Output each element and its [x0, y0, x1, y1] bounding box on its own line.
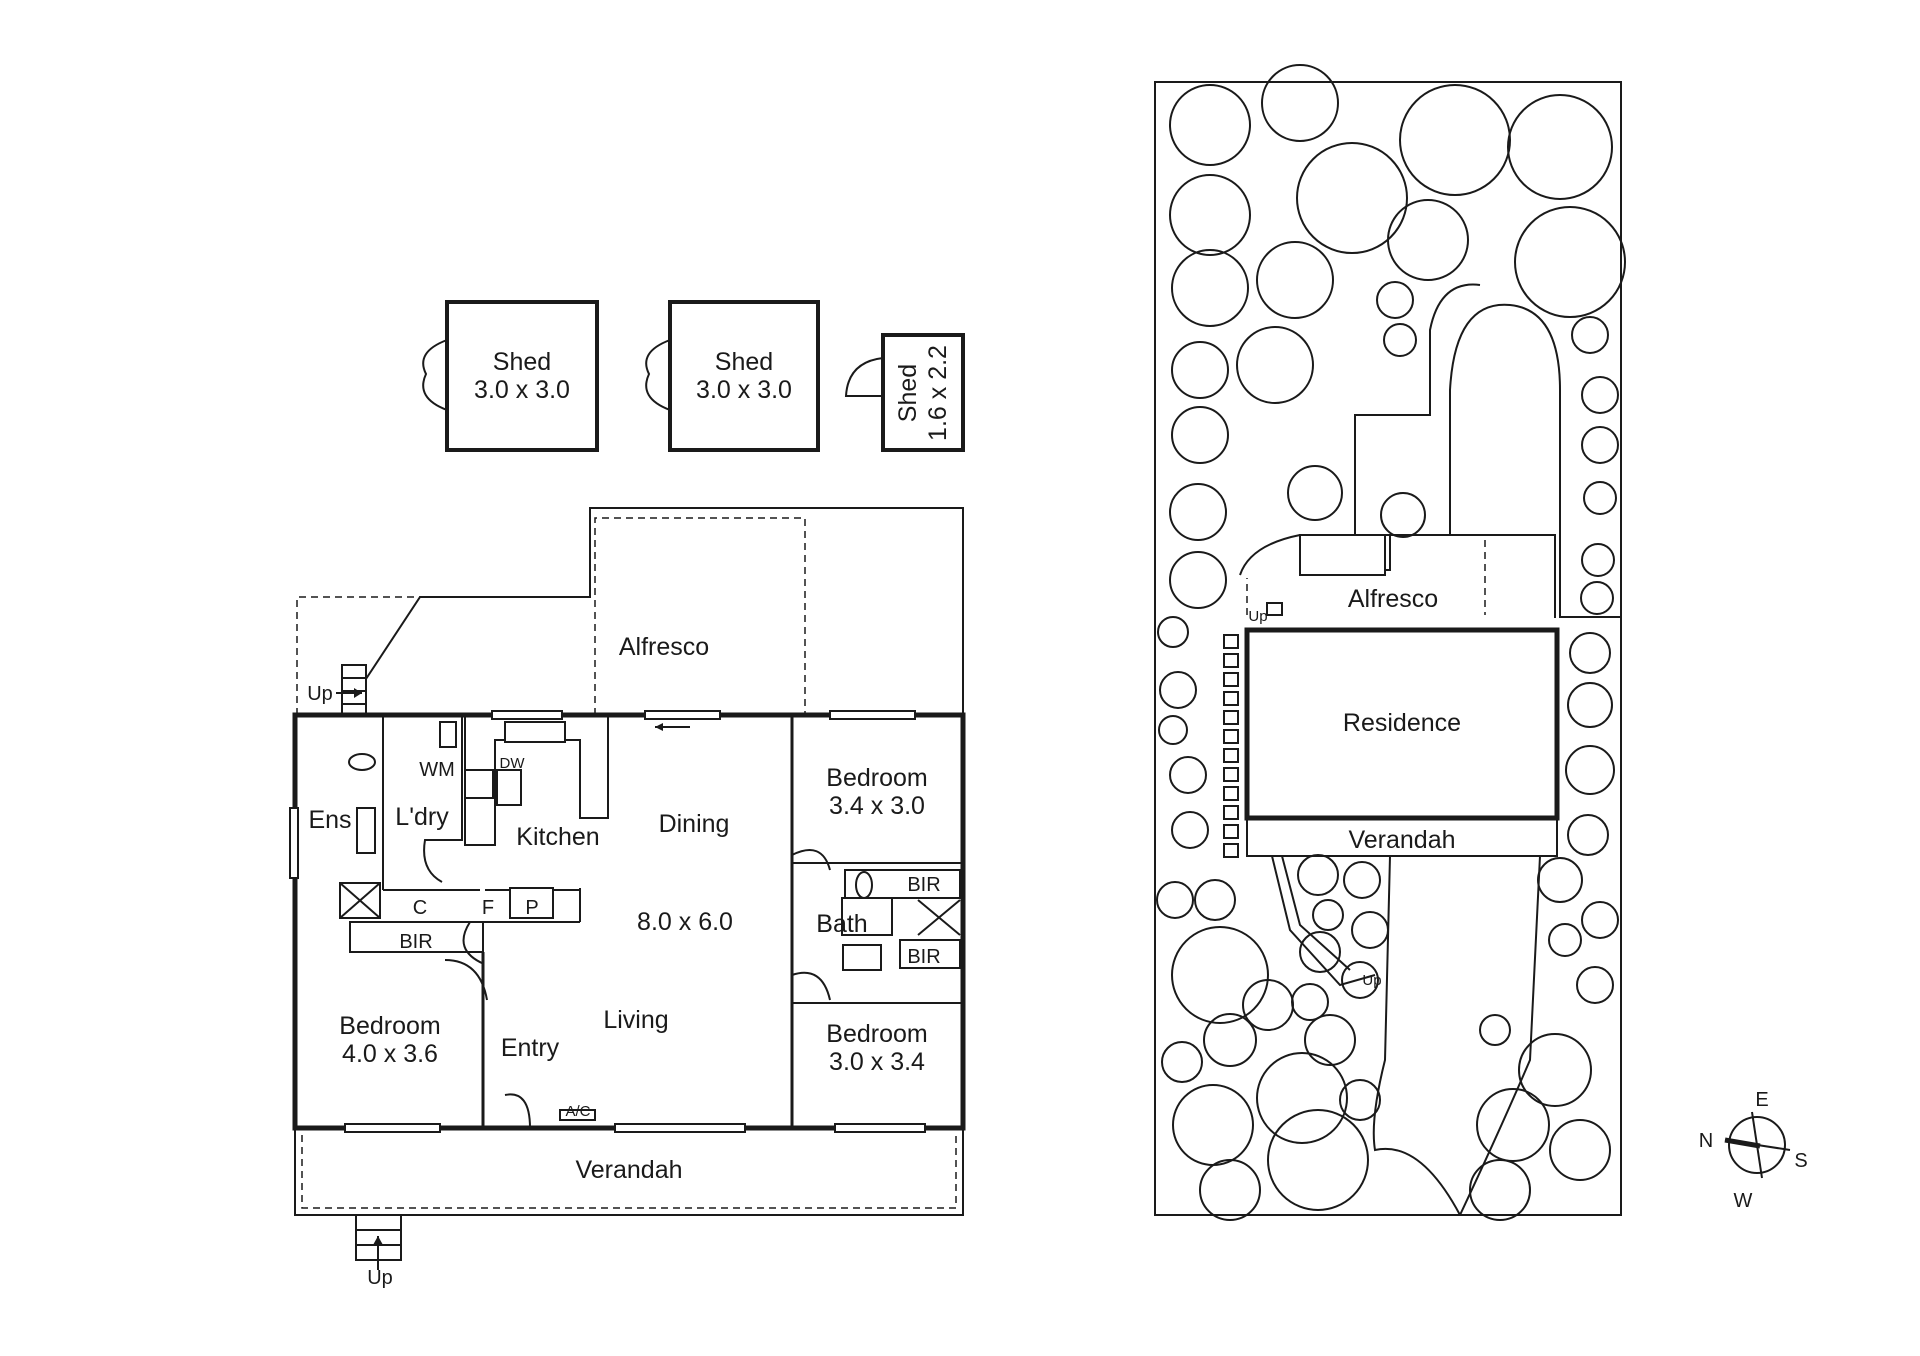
dining-living-size: 8.0 x 6.0 — [637, 908, 733, 936]
fixtures — [339, 721, 961, 1121]
dining-label: Dining — [659, 810, 730, 838]
bir-1-label: BIR — [399, 931, 432, 953]
shed-3-size: 1.6 x 2.2 — [924, 345, 952, 441]
living-label: Living — [603, 1006, 668, 1034]
laundry-label: L'dry — [395, 803, 449, 831]
site-plan: Alfresco Up Residence Verandah Up — [1154, 64, 1626, 1221]
bedroom-2-label: Bedroom — [826, 764, 927, 792]
compass-west: W — [1734, 1190, 1753, 1212]
ensuite-label: Ens — [308, 806, 351, 834]
ac-label: A/C — [565, 1103, 590, 1120]
pantry-cupboard — [509, 887, 554, 919]
bedroom-1-label: Bedroom — [339, 1012, 440, 1040]
bedroom-3-size: 3.0 x 3.4 — [829, 1048, 925, 1076]
bedroom-1-size: 4.0 x 3.6 — [342, 1040, 438, 1068]
laundry-trough — [439, 721, 457, 748]
shed-3: Shed 1.6 x 2.2 — [844, 333, 965, 452]
shed-1-label: Shed — [493, 348, 551, 376]
site-alfresco-label: Alfresco — [1348, 585, 1438, 613]
site-rear-stairs-label: Up — [1248, 608, 1267, 625]
shed-1: Shed 3.0 x 3.0 — [422, 300, 599, 452]
entry-label: Entry — [501, 1034, 560, 1062]
bedroom-3-label: Bedroom — [826, 1020, 927, 1048]
bir-3-label: BIR — [907, 946, 940, 968]
shed-1-size: 3.0 x 3.0 — [474, 376, 570, 404]
shed-3-label: Shed — [894, 364, 922, 422]
residence-label: Residence — [1343, 709, 1461, 737]
side-path — [1223, 634, 1239, 858]
front-stairs-label: Up — [367, 1267, 393, 1289]
bedroom-2-size: 3.4 x 3.0 — [829, 792, 925, 820]
compass: E N S W — [1699, 1089, 1808, 1212]
compass-north: N — [1699, 1130, 1713, 1152]
rear-stairs-label: Up — [307, 683, 333, 705]
kitchen-label: Kitchen — [516, 823, 599, 851]
cooktop — [464, 769, 494, 799]
site-rear-stairs — [1299, 534, 1386, 576]
cupboard-label: C — [413, 897, 427, 919]
shed-2-size: 3.0 x 3.0 — [696, 376, 792, 404]
air-conditioner — [559, 1109, 596, 1121]
driveway — [1449, 303, 1620, 618]
ensuite-vanity — [356, 807, 376, 854]
front-path — [1372, 855, 1461, 1216]
site-verandah-label: Verandah — [1348, 826, 1455, 854]
shed-2: Shed 3.0 x 3.0 — [645, 300, 820, 452]
bath-toilet — [855, 871, 873, 899]
floor-plan: Alfresco Up — [289, 507, 966, 1289]
shed-2-label: Shed — [715, 348, 773, 376]
compass-east: E — [1755, 1089, 1768, 1111]
ensuite-toilet — [348, 753, 376, 771]
bath-vanity — [842, 944, 882, 971]
trees — [1156, 64, 1626, 1221]
alfresco-label: Alfresco — [619, 633, 709, 661]
site-boundary — [1154, 81, 1622, 1216]
wm-label: WM — [419, 759, 455, 781]
dw-label: DW — [500, 755, 526, 772]
verandah-label: Verandah — [575, 1156, 682, 1184]
compass-south: S — [1794, 1150, 1807, 1172]
dishwasher — [496, 769, 522, 806]
kitchen-sink — [504, 721, 566, 743]
bath-label: Bath — [816, 910, 867, 938]
fridge-label: F — [482, 897, 494, 919]
bir-2-label: BIR — [907, 874, 940, 896]
site-verandah — [1246, 817, 1558, 857]
pantry-label: P — [525, 897, 538, 919]
windows — [289, 710, 926, 1133]
